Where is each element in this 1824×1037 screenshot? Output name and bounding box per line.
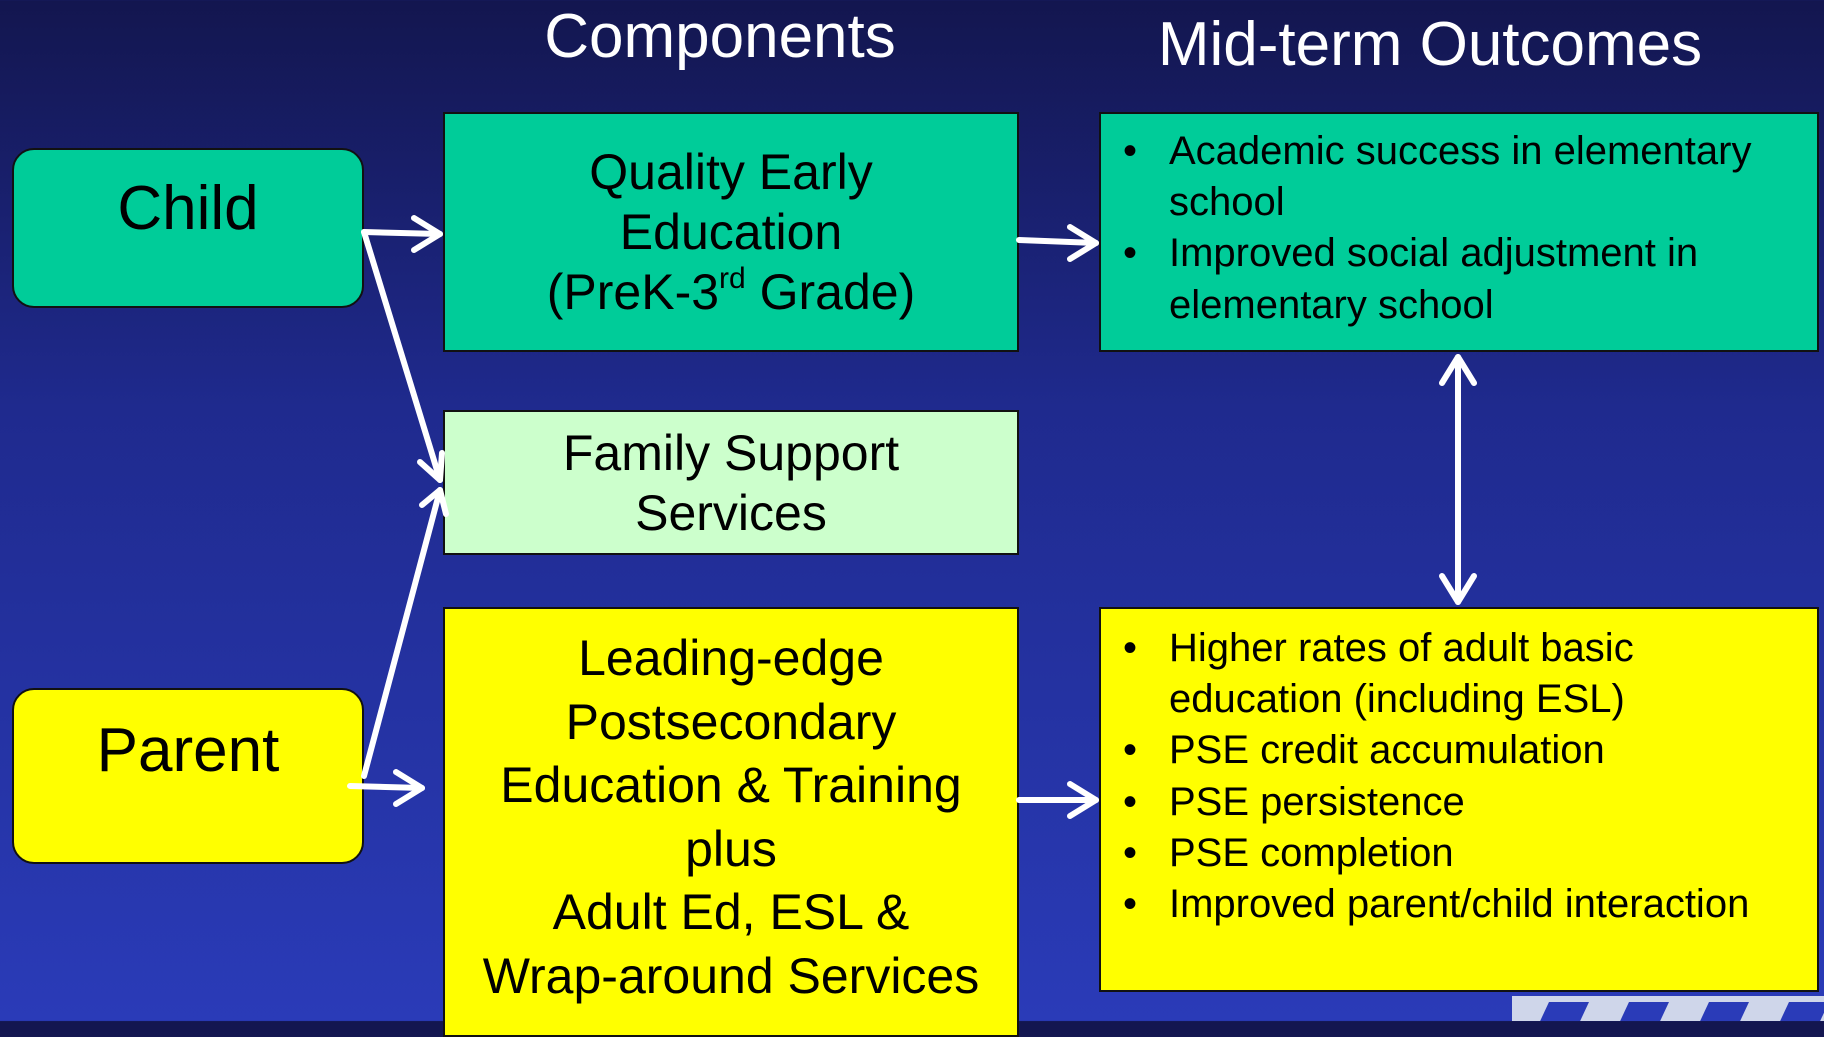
logo-image [1512,996,1824,1021]
qee-line-3-sup: rd [719,262,746,295]
arrow-child-to-fss [361,229,443,483]
quality-early-education-node: Quality Early Education (PreK-3rd Grade) [443,112,1019,352]
postsecondary-education-node: Leading-edge Postsecondary Education & T… [443,607,1019,1037]
fss-line-2: Services [635,484,827,541]
fss-line-1: Family Support [562,424,900,481]
arrowhead [1067,781,1099,819]
pse-line: Education & Training [500,757,962,813]
pse-line: Leading-edge [578,630,884,686]
mid-term-outcomes-heading: Mid-term Outcomes [1157,10,1703,79]
child-outcomes-node: Academic success in elementary school Im… [1099,112,1819,352]
pse-line: Adult Ed, ESL & [552,884,910,940]
qee-line-1: Quality Early [589,144,873,200]
qee-line-3-pre: (PreK-3 [546,264,720,320]
child-node: Child [12,148,364,308]
parent-outcomes-list: Higher rates of adult basic education (i… [1101,623,1817,930]
family-support-services-node: Family Support Services [443,410,1019,555]
outcome-item: Improved parent/child interaction [1123,879,1797,930]
child-outcomes-list: Academic success in elementary school Im… [1101,126,1817,331]
arrowhead [419,487,449,517]
outcome-item: PSE credit accumulation [1123,725,1797,776]
qee-line-3-post: Grade) [745,264,916,320]
outcome-item: Academic success in elementary school [1123,126,1797,228]
arrow-qee-to-outcomes [1016,237,1099,246]
pse-line: Wrap-around Services [482,947,980,1004]
arrowhead [1439,354,1477,386]
arrowhead [1067,224,1099,262]
outcome-item: PSE completion [1123,828,1797,879]
pse-line: Postsecondary [565,693,897,750]
arrow-parent-to-fss [361,487,443,779]
child-label: Child [117,174,259,243]
outcome-item: Improved social adjustment in elementary… [1123,228,1797,330]
arrowhead [411,215,443,253]
qee-line-3: (PreK-3rd Grade) [547,262,915,322]
components-heading: Components [544,2,896,71]
outcome-item: PSE persistence [1123,777,1797,828]
arrowhead [1439,573,1477,605]
parent-label: Parent [96,716,280,785]
qee-line-2: Education [619,204,843,260]
parent-outcomes-node: Higher rates of adult basic education (i… [1099,607,1819,992]
arrowhead [417,450,445,483]
outcome-item: Higher rates of adult basic education (i… [1123,623,1797,725]
arrow-parent-to-pse [347,783,425,791]
parent-node: Parent [12,688,364,864]
arrowhead [393,769,425,807]
arrow-child-to-qee [361,229,443,237]
pse-line: plus [685,820,777,877]
